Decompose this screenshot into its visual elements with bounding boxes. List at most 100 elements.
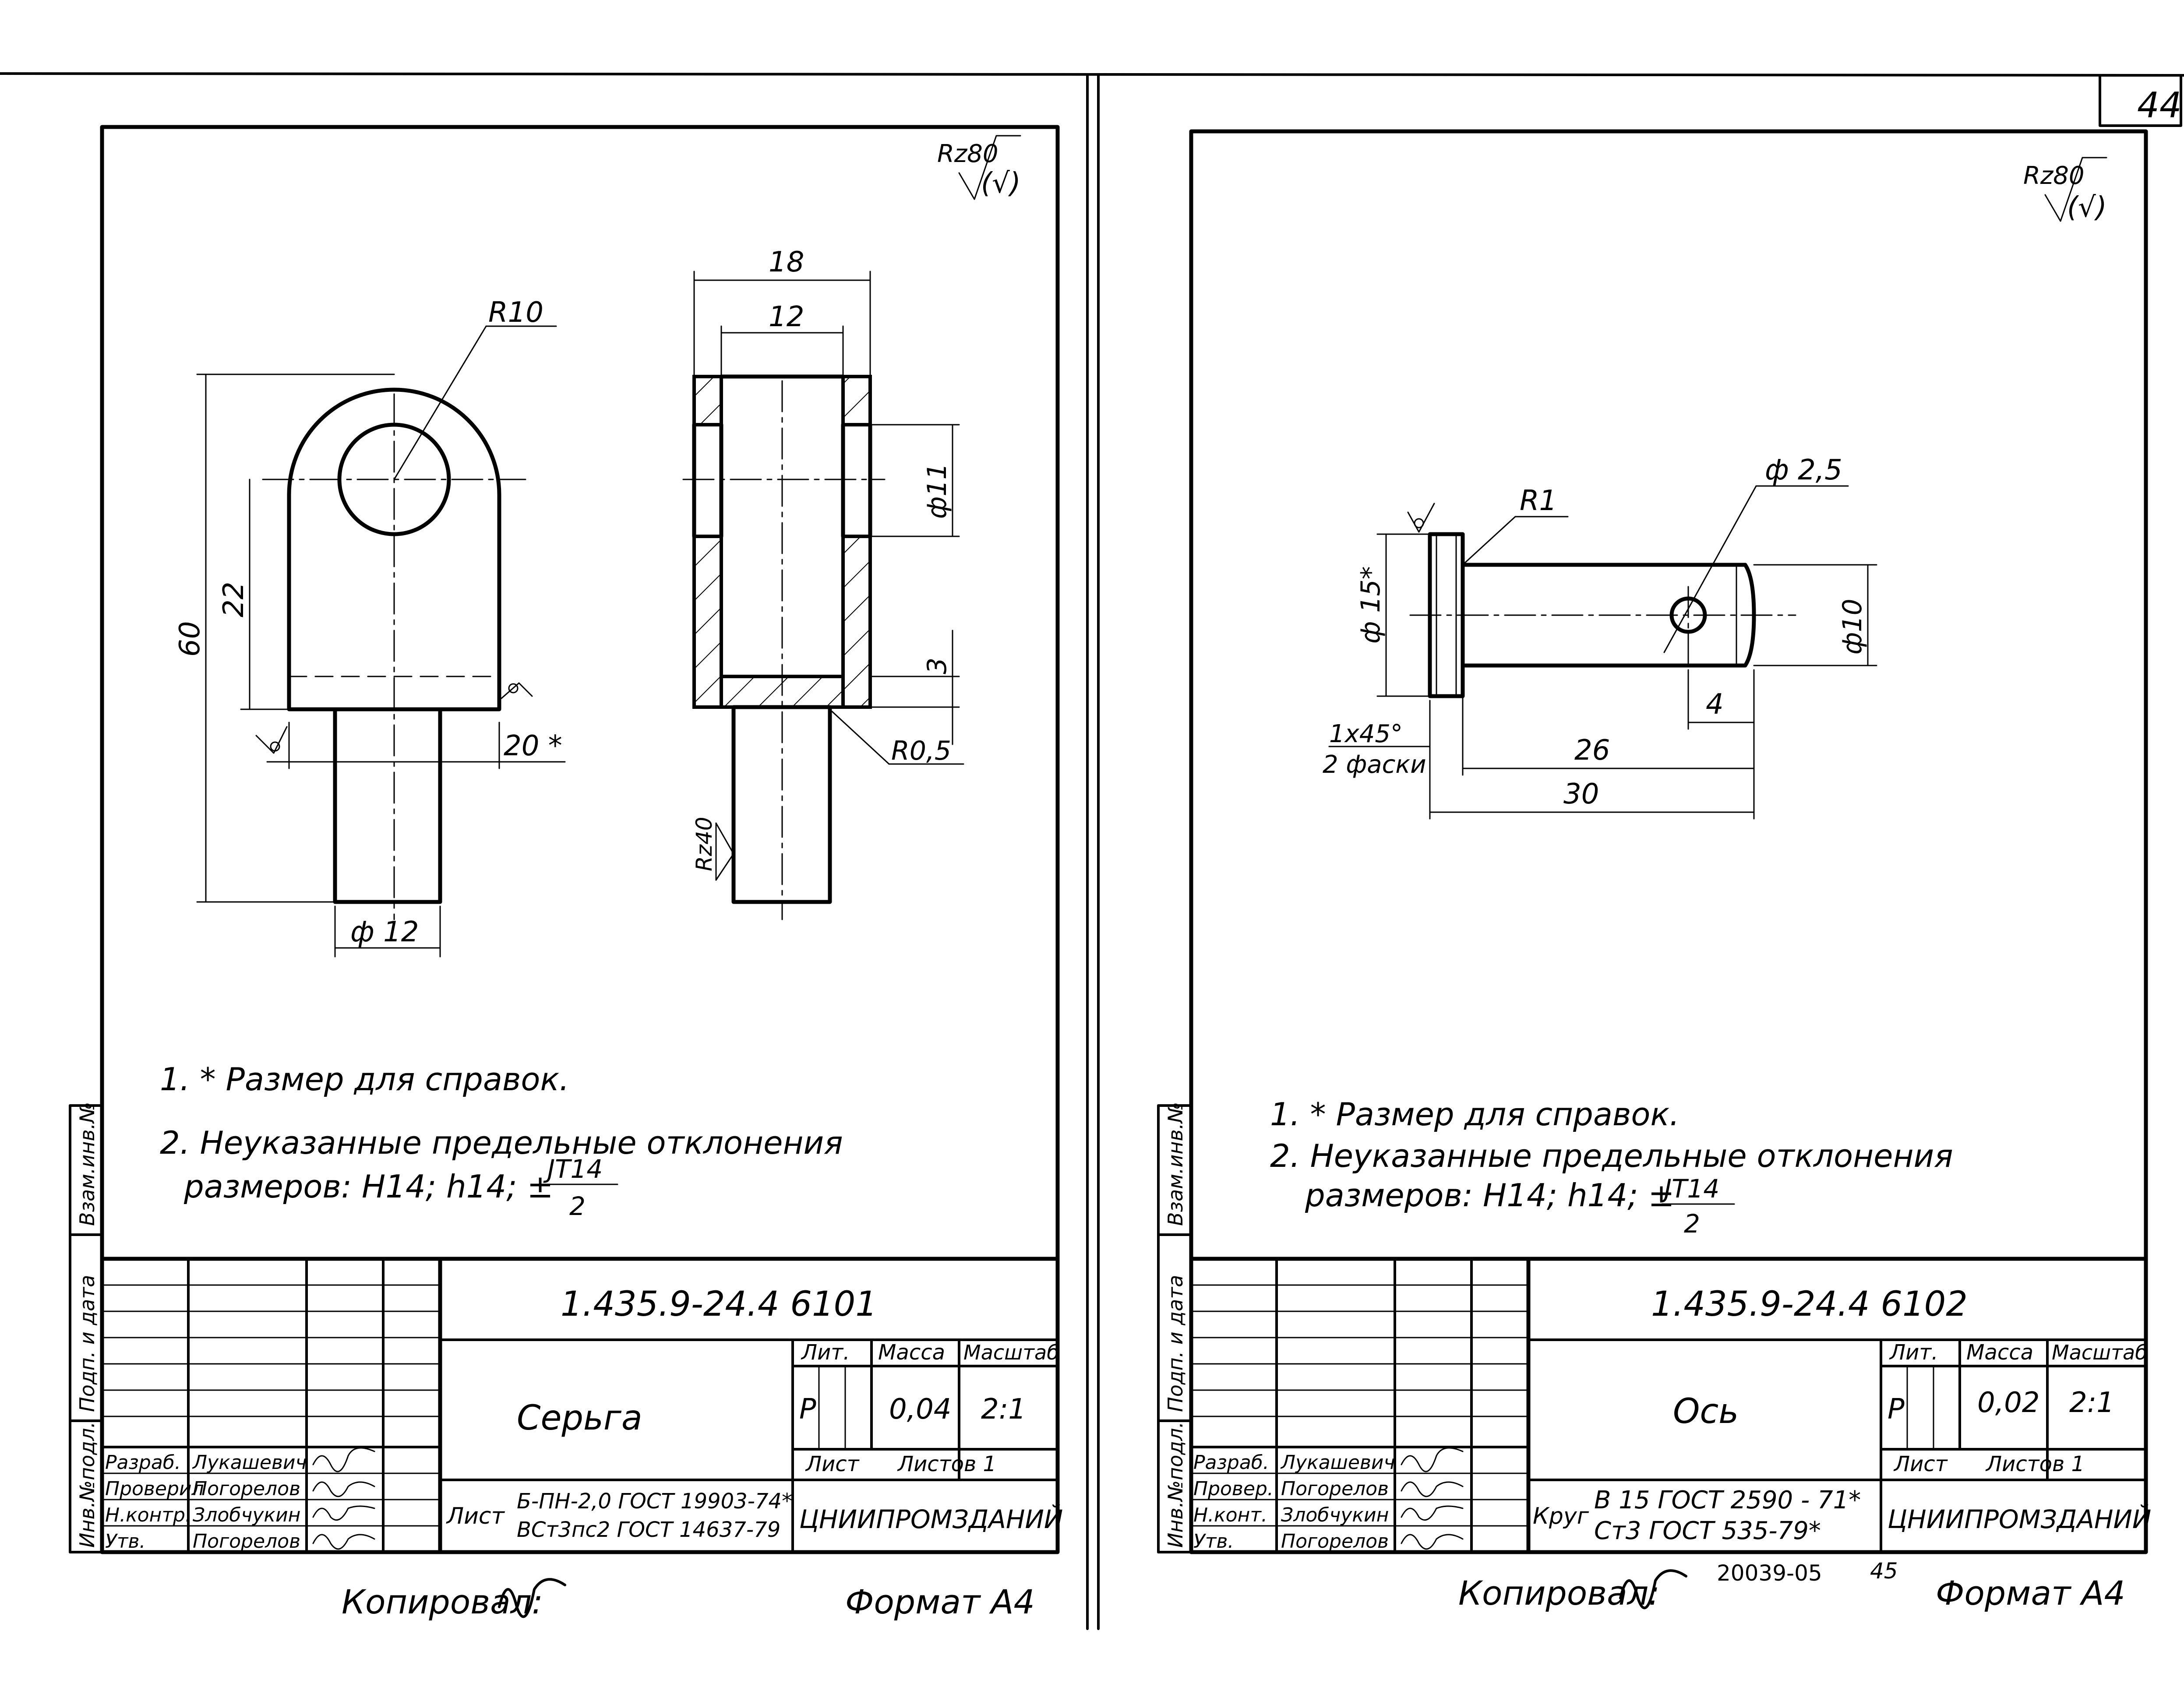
- left-sheets-label: Листов 1: [897, 1452, 996, 1476]
- dim-18: 18: [769, 246, 804, 278]
- dim-r10: R10: [488, 296, 543, 329]
- axle-view: ф 2,5 R1 ф 15* ф10 4 1x45°: [1323, 454, 1877, 820]
- left-sheet-label: Лист: [805, 1452, 860, 1476]
- page-number: 44: [2137, 85, 2182, 126]
- dim-d11: ф11: [922, 463, 953, 519]
- right-name-2: Злобчукин: [1281, 1504, 1389, 1526]
- right-copied-by: Копировал:: [1458, 1574, 1660, 1613]
- left-role-2: Н.контр.: [105, 1504, 191, 1526]
- left-note-2b: размеров: H14; h14; ±: [183, 1168, 554, 1205]
- right-signature-2: [1401, 1505, 1464, 1521]
- left-signature-1: [312, 1481, 375, 1497]
- left-title-block: 1.435.9-24.4 6101 Серьга Лит. Масса Масш…: [100, 1257, 1063, 1554]
- left-lit-value: Р: [799, 1393, 816, 1426]
- left-scale-value: 2:1: [981, 1393, 1026, 1426]
- right-side-vzam: Взам.инв.№: [1164, 1102, 1187, 1226]
- right-title-block: 1.435.9-24.4 6102 Ось Лит. Масса Масштаб…: [1189, 1257, 2151, 1554]
- dim-3: 3: [922, 658, 953, 674]
- left-material-line1: Б-ПН-2,0 ГОСТ 19903-74*: [517, 1489, 792, 1514]
- dim-d25: ф 2,5: [1765, 454, 1842, 486]
- dim-d15: ф 15*: [1355, 566, 1386, 644]
- right-signature-0: [1401, 1447, 1464, 1472]
- dim-r05: R0,5: [891, 736, 951, 766]
- right-org: ЦНИИПРОМЗДАНИЙ: [1888, 1504, 2151, 1534]
- left-org: ЦНИИПРОМЗДАНИЙ: [799, 1504, 1063, 1534]
- right-part-name: Ось: [1673, 1392, 1739, 1431]
- right-side-inv: Инв.№подл.: [1164, 1422, 1187, 1548]
- right-roughness: Rz80: [2023, 162, 2085, 190]
- left-material-prefix: Лист: [446, 1503, 505, 1529]
- right-format: Формат А4: [1936, 1574, 2125, 1613]
- left-scale-header: Масштаб: [963, 1341, 1059, 1364]
- right-material-line1: В 15 ГОСТ 2590 - 71*: [1594, 1486, 1861, 1514]
- left-note-frac-top: JT14: [543, 1154, 603, 1184]
- right-note-frac-top: JT14: [1660, 1174, 1719, 1204]
- left-mass-value: 0,04: [889, 1393, 952, 1426]
- left-signature-0: [312, 1447, 375, 1472]
- right-mass-header: Масса: [1966, 1340, 2033, 1365]
- shackle-front-view: R10 60 22 20 * ф 12: [174, 296, 566, 958]
- right-mass-value: 0,02: [1977, 1387, 2040, 1419]
- dim-d12: ф 12: [350, 916, 419, 948]
- dim-4: 4: [1706, 688, 1724, 721]
- dim-26: 26: [1574, 734, 1610, 767]
- dim-20: 20 *: [504, 730, 562, 762]
- dim-r1: R1: [1520, 485, 1557, 517]
- right-copier-signature: [1619, 1569, 1687, 1609]
- right-material-prefix: Круг: [1533, 1503, 1589, 1529]
- left-signature-3: [312, 1534, 375, 1550]
- right-role-2: Н.конт.: [1193, 1504, 1267, 1526]
- right-lit-header: Лит.: [1889, 1340, 1938, 1365]
- right-designation: 1.435.9-24.4 6102: [1651, 1285, 1968, 1324]
- right-material-line2: Ст3 ГОСТ 535-79*: [1594, 1517, 1821, 1545]
- dim-chamfer-2: 2 фаски: [1323, 750, 1426, 779]
- left-side-vzam: Взам.инв.№: [75, 1102, 99, 1226]
- left-note-frac-bottom: 2: [569, 1191, 586, 1221]
- left-designation: 1.435.9-24.4 6101: [561, 1285, 877, 1324]
- left-roughness: Rz80: [937, 140, 999, 168]
- right-sheet: Взам.инв.№ Подп. и дата Инв.№подл. Rz80 …: [1157, 129, 2151, 1613]
- dim-30: 30: [1563, 778, 1599, 810]
- right-note-frac-bottom: 2: [1684, 1209, 1700, 1239]
- right-sheets-label: Листов 1: [1985, 1452, 2085, 1476]
- right-name-3: Погорелов: [1281, 1530, 1389, 1553]
- left-roughness-paren: (√): [981, 167, 1021, 200]
- right-role-3: Утв.: [1193, 1530, 1234, 1553]
- left-signature-2: [312, 1505, 375, 1521]
- left-copied-by: Копировал:: [342, 1582, 543, 1621]
- left-name-2: Злобчукин: [193, 1504, 300, 1526]
- left-side-podp: Подп. и дата: [75, 1275, 99, 1412]
- left-role-3: Утв.: [105, 1530, 145, 1553]
- left-sheet: Взам.инв.№ Подп. и дата Инв.№подл. Rz80 …: [69, 125, 1063, 1621]
- left-note-2: 2. Неуказанные предельные отклонения: [160, 1124, 843, 1161]
- right-note-2b: размеров: H14; h14; ±: [1305, 1177, 1675, 1214]
- right-note-2: 2. Неуказанные предельные отклонения: [1270, 1137, 1953, 1174]
- dim-12: 12: [769, 301, 804, 333]
- dim-22: 22: [218, 582, 250, 617]
- right-page-sub: 45: [1870, 1558, 1898, 1584]
- right-role-1: Провер.: [1193, 1478, 1274, 1500]
- dim-60: 60: [174, 621, 206, 657]
- shackle-section-view: 18 12 ф11 3 R0,5 Rz40: [682, 246, 964, 920]
- right-role-0: Разраб.: [1193, 1451, 1269, 1474]
- right-lit-value: Р: [1888, 1393, 1905, 1426]
- right-name-0: Лукашевич: [1280, 1451, 1395, 1474]
- right-signature-1: [1401, 1481, 1464, 1497]
- left-copier-signature: [498, 1578, 566, 1618]
- right-name-1: Погорелов: [1281, 1478, 1389, 1500]
- right-roughness-paren: (√): [2067, 191, 2107, 224]
- left-role-0: Разраб.: [105, 1451, 181, 1474]
- right-note-1: 1. * Размер для справок.: [1270, 1096, 1679, 1133]
- left-side-inv: Инв.№подл.: [75, 1422, 99, 1548]
- left-name-0: Лукашевич: [192, 1451, 307, 1474]
- right-side-podp: Подп. и дата: [1164, 1275, 1187, 1412]
- left-name-3: Погорелов: [193, 1530, 300, 1553]
- sheet-borders: 44: [0, 72, 2184, 1630]
- left-role-1: Проверил: [105, 1478, 204, 1500]
- dim-chamfer-1: 1x45°: [1329, 720, 1403, 748]
- left-lit-header: Лит.: [801, 1340, 850, 1365]
- left-name-1: Погорелов: [193, 1478, 300, 1500]
- left-mass-header: Масса: [878, 1340, 945, 1365]
- left-format: Формат А4: [845, 1582, 1035, 1621]
